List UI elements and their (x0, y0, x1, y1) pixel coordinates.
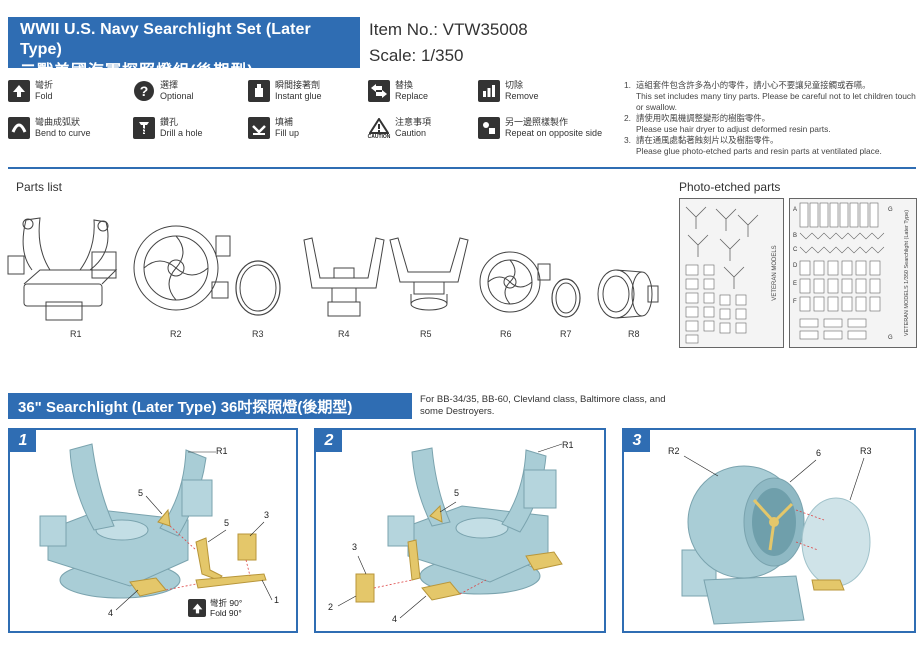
step-1-fold-note: 彎折 90°Fold 90° (188, 598, 242, 618)
step-1-number: 1 (10, 430, 36, 452)
note-1: 1.這組套件包含許多為小的零件，請小心不要讓兒童接觸或吞嚥。This set i… (624, 80, 916, 112)
part-r6-label: R6 (500, 329, 512, 339)
part-r6-image (479, 251, 551, 313)
header-divider (8, 167, 916, 169)
step-2-number: 2 (316, 430, 342, 452)
svg-text:A: A (793, 207, 797, 213)
svg-text:E: E (793, 281, 797, 287)
svg-text:B: B (793, 233, 797, 239)
caution-icon: CAUTION (368, 117, 390, 141)
step-3-callout-6: 6 (816, 448, 822, 458)
title-chinese: 二戰美國海軍探照燈組(後期型) (20, 63, 254, 80)
part-r1-label: R1 (70, 329, 82, 339)
item-number: Item No.: VTW35008 (369, 20, 528, 39)
part-r1-image (7, 217, 118, 321)
part-r3-label: R3 (252, 329, 264, 339)
step-2-callout-r1: R1 (562, 440, 574, 450)
scale: Scale: 1/350 (369, 46, 464, 65)
step-3-callout-r2: R2 (668, 446, 680, 456)
replace-icon (368, 80, 390, 102)
bend-curve-icon (8, 117, 30, 139)
step-2-callout-4: 4 (392, 614, 398, 624)
step-2-callout-3: 3 (352, 542, 358, 552)
step-1-illustration (39, 443, 273, 611)
note-2: 2.請使用吹風機調整變形的樹脂零件。Please use hair dryer … (624, 113, 831, 134)
step-1-panel: 1 R1 5 5 3 4 1 (8, 428, 298, 633)
title-banner: WWII U.S. Navy Searchlight Set (Later Ty… (8, 17, 360, 80)
svg-text:G: G (888, 207, 893, 213)
pe-sheet-2: A B C D E F G G (789, 198, 917, 348)
step-3-illustration (681, 455, 871, 625)
fill-up-icon (248, 117, 270, 139)
step-2-panel: 2 R1 5 3 2 4 (314, 428, 606, 633)
step-2-callout-5: 5 (454, 488, 460, 498)
photo-etched-label: Photo-etched parts (679, 180, 781, 194)
part-r3-image (235, 260, 281, 316)
parts-list-label: Parts list (16, 180, 63, 194)
step-1-callout-1: 1 (274, 595, 280, 605)
svg-text:G: G (888, 335, 893, 341)
step-1-callout-4: 4 (108, 608, 114, 618)
title-english: WWII U.S. Navy Searchlight Set (Later Ty… (20, 21, 311, 58)
part-r7-image (551, 278, 581, 318)
note-3: 3.請在通風處黏著蝕刻片以及樹脂零件。Please glue photo-etc… (624, 135, 882, 156)
step-1-callout-r1: R1 (216, 446, 228, 456)
part-r7-label: R7 (560, 329, 572, 339)
part-r4-label: R4 (338, 329, 350, 339)
glue-icon (248, 80, 270, 102)
step-3-panel: 3 R2 6 R3 (622, 428, 916, 633)
instruction-banner: 36" Searchlight (Later Type) 36吋探照燈(後期型) (8, 393, 412, 419)
svg-text:C: C (793, 247, 798, 253)
part-r4-image (303, 237, 385, 317)
applicable-ships-text: For BB-34/35, BB-60, Clevland class, Bal… (420, 394, 666, 417)
part-r5-image (389, 237, 469, 311)
step-1-callout-3: 3 (264, 510, 270, 520)
step-1-callout-5b: 5 (224, 518, 230, 528)
step-3-callout-r3: R3 (860, 446, 872, 456)
notes-list: 1.這組套件包含許多為小的零件，請小心不要讓兒童接觸或吞嚥。This set i… (624, 80, 920, 157)
step-2-illustration (337, 443, 563, 619)
step-1-callout-5a: 5 (138, 488, 144, 498)
drill-icon (133, 117, 155, 139)
svg-text:D: D (793, 263, 798, 269)
part-r8-image (597, 269, 659, 319)
part-r5-label: R5 (420, 329, 432, 339)
step-2-callout-2: 2 (328, 602, 334, 612)
repeat-icon (478, 117, 500, 139)
question-icon: ? (133, 80, 155, 102)
pe-sheet-2-text: VETERAN MODELS 1/350 Searchlight (Later … (904, 210, 910, 336)
pe-sheet-1: VETERAN MODELS (679, 198, 784, 348)
fold-icon (188, 599, 206, 617)
svg-text:?: ? (140, 83, 149, 99)
step-3-number: 3 (624, 430, 650, 452)
part-r2-image (133, 225, 231, 311)
remove-icon (478, 80, 500, 102)
pe-sheet-1-text: VETERAN MODELS (772, 245, 778, 300)
part-r8-label: R8 (628, 329, 640, 339)
svg-text:F: F (793, 299, 797, 305)
part-r2-label: R2 (170, 329, 182, 339)
fold-icon (8, 80, 30, 102)
